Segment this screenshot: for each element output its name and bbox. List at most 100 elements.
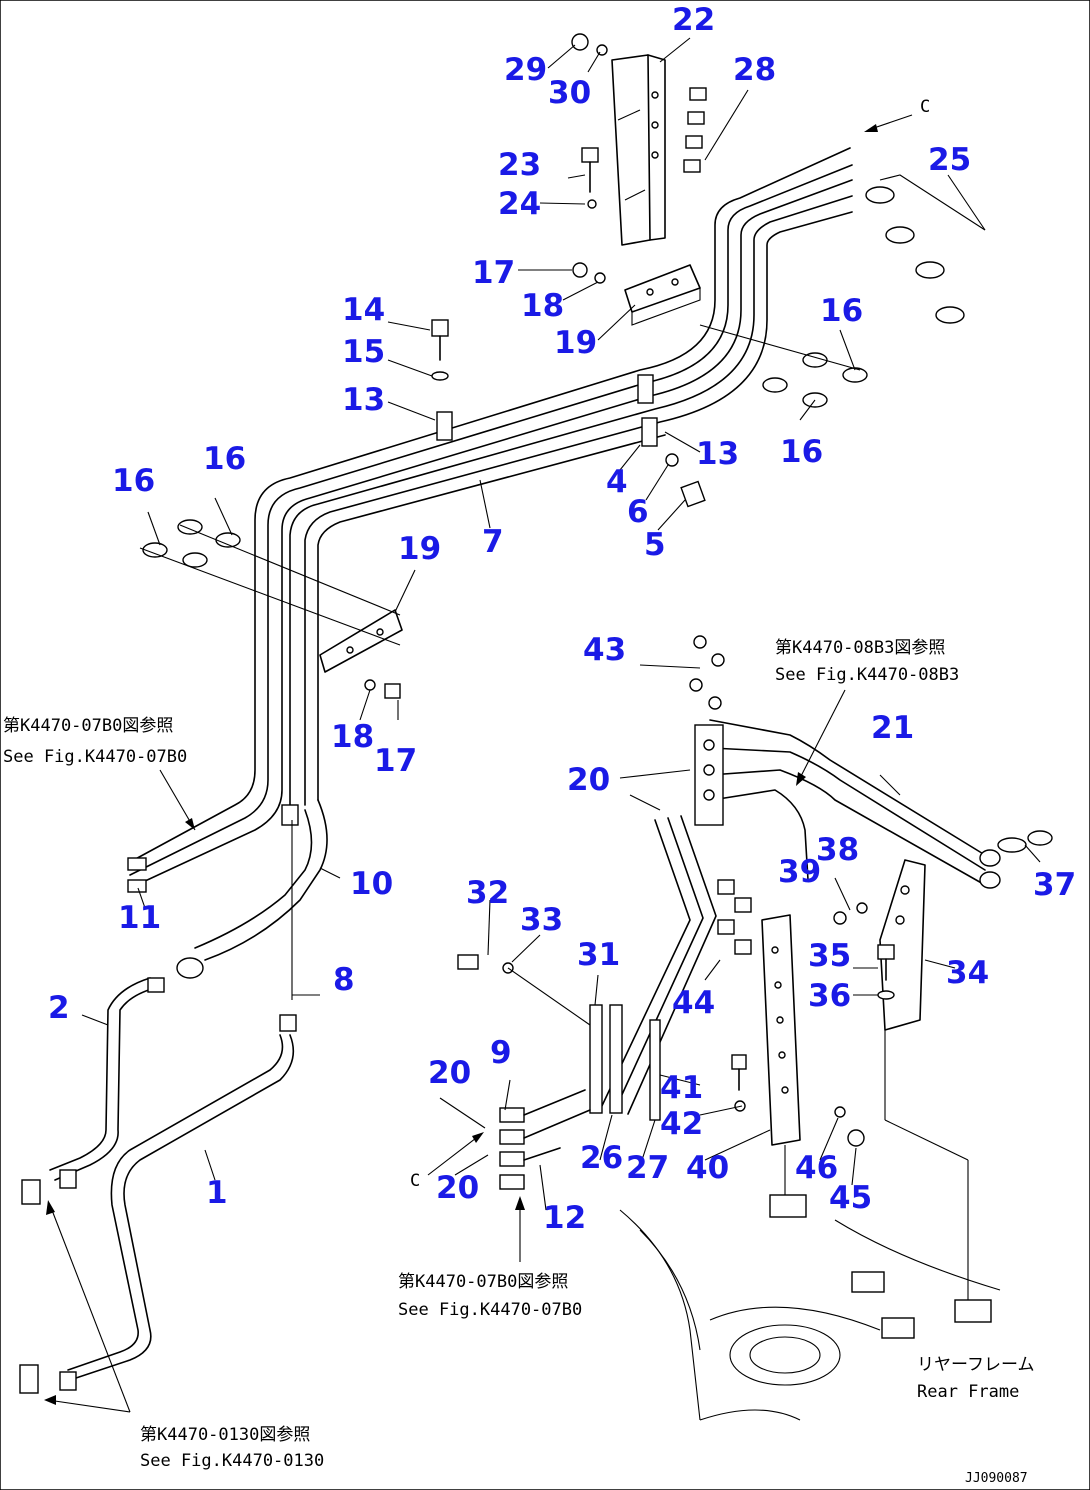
callout-16-right-top: 16 <box>820 293 863 329</box>
callout-29: 26 <box>580 1140 623 1176</box>
clamps-43 <box>689 635 725 710</box>
callout-28: 30 <box>548 75 591 111</box>
washer-36 <box>877 990 895 1000</box>
callout-25: 25 <box>928 142 971 178</box>
drawing-code: JJ090087 <box>965 1471 1028 1486</box>
callout-23: 23 <box>498 147 541 183</box>
clamps-26 <box>683 87 707 173</box>
callout-30: 27 <box>626 1150 669 1186</box>
callout-33: 33 <box>520 902 563 938</box>
callout-35: 35 <box>808 938 851 974</box>
hose-ends-9-12 <box>499 1089 591 1190</box>
reference-notes: 第K4470-07B0図参照 See Fig.K4470-07B0 第K4470… <box>3 97 1034 1486</box>
bracket-34 <box>879 859 926 1031</box>
clamps-44 <box>717 879 752 955</box>
callout-11: 11 <box>118 900 161 936</box>
washers-38-39 <box>833 902 868 925</box>
ref-k4470-0130-en: See Fig.K4470-0130 <box>140 1451 324 1471</box>
bolt-5 <box>680 480 706 508</box>
reference-arrows <box>44 114 913 1413</box>
washer-6 <box>665 453 679 467</box>
ref-k4470-08b3-en: See Fig.K4470-08B3 <box>775 665 959 685</box>
callout-20-bottom: 20 <box>436 1170 479 1206</box>
callout-15: 15 <box>342 334 385 370</box>
ref-k4470-07b0-jp: 第K4470-07B0図参照 <box>3 716 173 736</box>
callout-13-left: 13 <box>342 382 385 418</box>
bolt-32 <box>457 954 479 970</box>
pipe-bundle-21 <box>709 719 1001 889</box>
washer-15 <box>431 371 449 381</box>
ref-k4470-07b0-en: See Fig.K4470-07B0 <box>3 747 187 767</box>
callout-37: 37 <box>1033 867 1076 903</box>
ref-k4470-07b0-bottom-jp: 第K4470-07B0図参照 <box>398 1272 568 1292</box>
callout-46: 46 <box>795 1150 838 1186</box>
callout-26: 28 <box>733 52 776 88</box>
bracket-19-left <box>319 609 403 673</box>
callout-39: 39 <box>778 854 821 890</box>
ref-k4470-0130-jp: 第K4470-0130図参照 <box>140 1425 310 1445</box>
callout-34: 34 <box>946 955 989 991</box>
callout-1: 1 <box>206 1175 228 1211</box>
rear-frame <box>619 1030 1001 1421</box>
bolt-41 <box>731 1054 747 1091</box>
clamps-25 <box>865 174 986 324</box>
callout-31: 31 <box>577 937 620 973</box>
callout-7: 7 <box>482 524 504 560</box>
callout-24: 24 <box>498 186 541 222</box>
callout-44: 44 <box>672 985 715 1021</box>
callout-18-top: 18 <box>521 288 564 324</box>
callout-42: 42 <box>660 1106 703 1142</box>
callout-5: 5 <box>644 527 666 563</box>
callout-17-left: 17 <box>374 743 417 779</box>
callout-8: 8 <box>333 962 355 998</box>
callout-20-middle: 20 <box>428 1055 471 1091</box>
bolt-23 <box>581 147 599 193</box>
callout-13-right: 13 <box>696 436 739 472</box>
callout-numbers: 2 9 30 22 28 23 24 25 17 18 19 1 4 15 13 1… <box>48 2 1076 1236</box>
callout-10: 10 <box>350 866 393 902</box>
callout-9: 9 <box>490 1035 512 1071</box>
callout-4: 4 <box>606 464 628 500</box>
fitting-left-lower <box>19 1364 77 1394</box>
hose-2 <box>49 977 165 1181</box>
callout-16-right-bottom: 16 <box>780 434 823 470</box>
callout-18-left: 18 <box>331 719 374 755</box>
callout-2: 2 <box>48 990 70 1026</box>
callout-6: 6 <box>627 494 649 530</box>
callout-22: 22 <box>672 2 715 38</box>
leader-lines <box>81 37 1041 1211</box>
ref-k4470-07b0-bottom-en: See Fig.K4470-07B0 <box>398 1300 582 1320</box>
arrow-label-c-left: C <box>410 1171 420 1191</box>
callout-45: 45 <box>829 1180 872 1216</box>
nut-17 <box>384 262 588 699</box>
plates-31-29-30 <box>589 1004 661 1121</box>
fitting-left-upper <box>21 1169 77 1205</box>
callout-16-left-a: 16 <box>203 441 246 477</box>
hose-1 <box>67 1014 297 1381</box>
bracket-19-top <box>624 264 701 326</box>
callout-21: 21 <box>871 710 914 746</box>
callout-20-top: 20 <box>567 762 610 798</box>
callout-19-top: 19 <box>554 325 597 361</box>
callout-41: 41 <box>660 1070 703 1106</box>
ref-rear-frame-en: Rear Frame <box>917 1382 1019 1402</box>
washer-24 <box>587 199 597 209</box>
callout-38: 38 <box>816 832 859 868</box>
ref-rear-frame-jp: リヤーフレーム <box>917 1355 1034 1375</box>
bracket-40 <box>761 914 801 1146</box>
callout-36: 36 <box>808 978 851 1014</box>
washer-18 <box>364 272 606 691</box>
callout-16-left-b: 16 <box>112 463 155 499</box>
callout-19-left: 19 <box>398 531 441 567</box>
callout-40: 40 <box>686 1150 729 1186</box>
callout-12: 12 <box>543 1200 586 1236</box>
callout-43: 43 <box>583 632 626 668</box>
bolt-35 <box>877 944 895 981</box>
arrow-label-c-top: C <box>920 97 930 117</box>
clamps-13 <box>436 374 658 447</box>
bracket-22 <box>611 54 666 246</box>
nut-45 <box>847 1129 865 1147</box>
clamps-37 <box>997 830 1053 853</box>
